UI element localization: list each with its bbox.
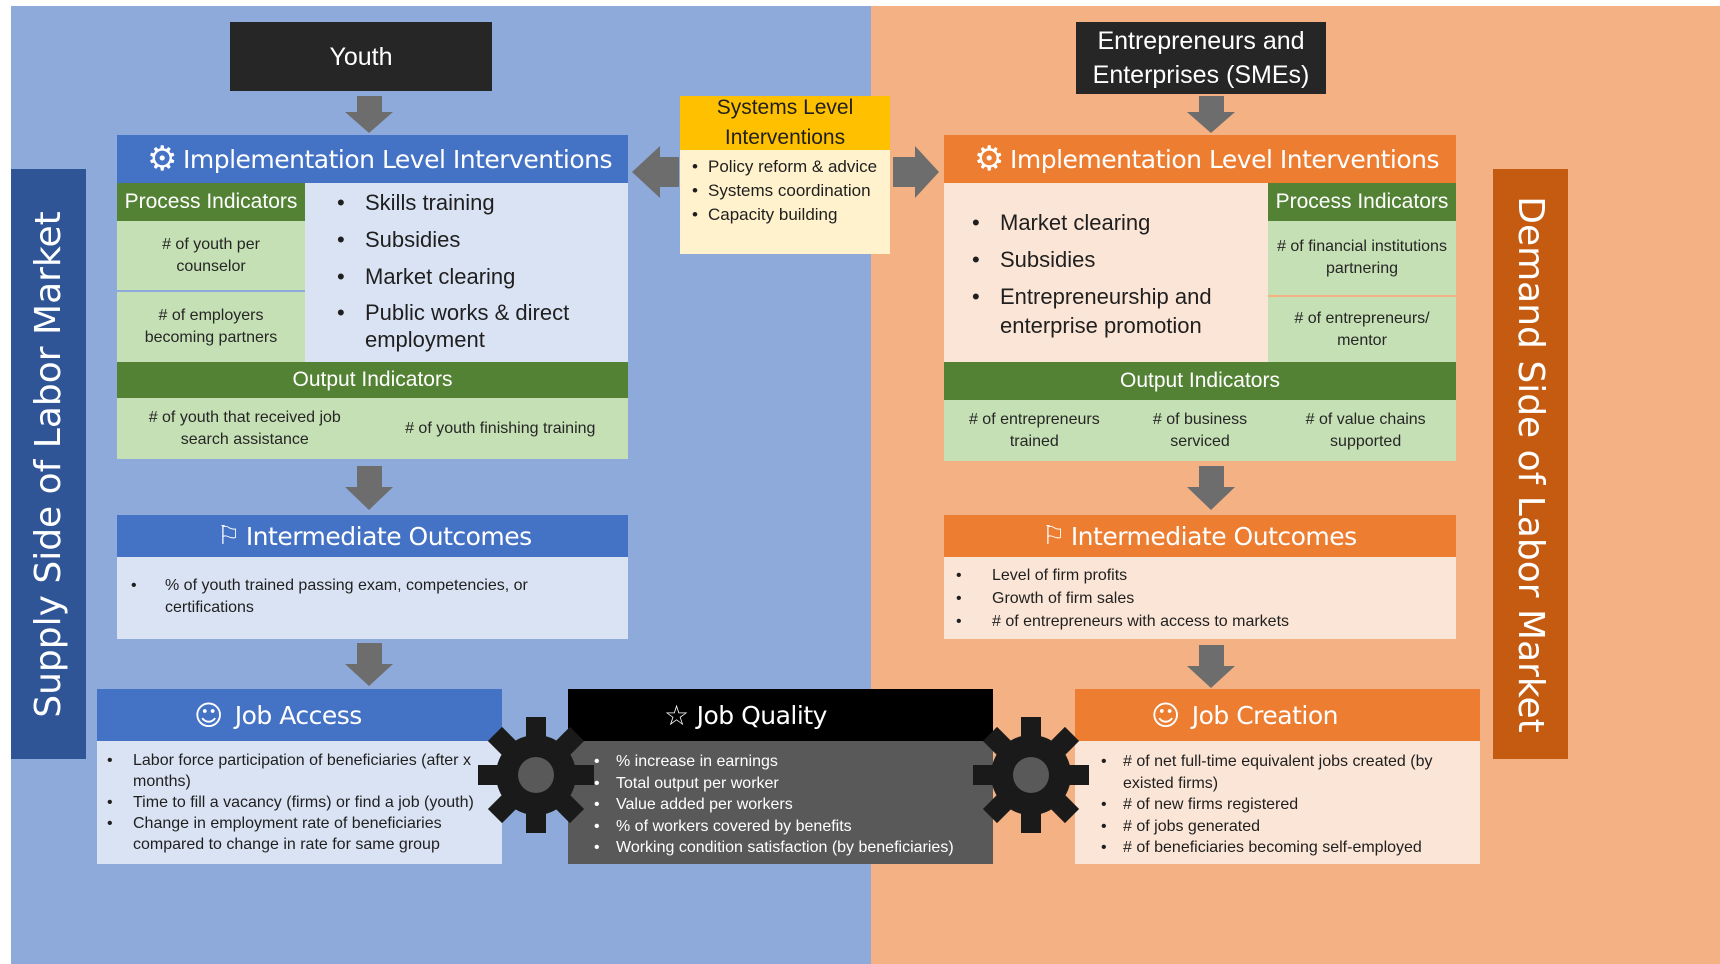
job-quality-item: Total output per worker <box>588 773 983 795</box>
person-star-icon: ☆ <box>664 698 689 732</box>
left-output-title: Output Indicators <box>292 368 453 391</box>
systems-item: Policy reform & advice <box>680 155 890 179</box>
job-creation-item: # of jobs generated <box>1095 816 1460 838</box>
gear-icon <box>973 717 1089 833</box>
arrow-down-3 <box>345 643 393 686</box>
job-access-header: ☺ Job Access <box>97 689 502 741</box>
job-quality-item: Working condition satisfaction (by benef… <box>588 837 983 859</box>
job-creation-item: # of beneficiaries becoming self-employe… <box>1095 837 1460 859</box>
right-interventions: Market clearing Subsidies Entrepreneursh… <box>944 183 1268 362</box>
entrepreneurs-box: Entrepreneurs and Enterprises (SMEs) <box>1076 22 1326 94</box>
job-creation-title: Job Creation <box>1191 700 1339 730</box>
job-quality-item: % increase in earnings <box>588 751 983 773</box>
right-impl-header: ⚙ Implementation Level Interventions <box>944 135 1456 183</box>
left-output-row: # of youth that received job search assi… <box>117 398 628 459</box>
flag-icon: ⚐ <box>1042 521 1065 551</box>
right-process-item-1: # of financial institutions partnering <box>1268 221 1456 295</box>
job-creation-header: ☺ Job Creation <box>1075 689 1480 741</box>
systems-title-line1: Systems Level <box>716 96 854 119</box>
right-output-item-2: # of business serviced <box>1152 410 1248 450</box>
right-output-header: Output Indicators <box>944 362 1456 400</box>
systems-title-box: Systems Level Interventions <box>680 96 890 150</box>
job-access-item: Time to fill a vacancy (firms) or find a… <box>101 792 482 813</box>
systems-item: Systems coordination <box>680 179 890 203</box>
left-process-item-2: # of employers becoming partners <box>117 292 305 362</box>
person-check-icon: ☺ <box>194 698 223 732</box>
youth-label: Youth <box>329 42 393 71</box>
right-inter-item: Growth of firm sales <box>950 587 1446 610</box>
left-inter-title: Intermediate Outcomes <box>245 521 532 551</box>
job-quality-header: ☆ Job Quality <box>568 689 993 741</box>
arrow-down-6 <box>1187 645 1235 688</box>
youth-box: Youth <box>230 22 492 91</box>
demand-side-bar: Demand Side of Labor Market <box>1493 169 1568 759</box>
right-process-text-2: # of entrepreneurs/ mentor <box>1294 309 1430 349</box>
arrow-down-1 <box>345 96 393 133</box>
left-intervention-item: Public works & direct employment <box>335 299 618 353</box>
arrow-right <box>893 146 939 198</box>
job-quality-body: % increase in earnings Total output per … <box>568 741 993 864</box>
left-process-text-2: # of employers becoming partners <box>144 307 278 346</box>
right-inter-header: ⚐ Intermediate Outcomes <box>944 515 1456 557</box>
right-process-item-2: # of entrepreneurs/ mentor <box>1268 297 1456 362</box>
right-output-item-1: # of entrepreneurs trained <box>968 410 1100 450</box>
right-output-item-3: # of value chains supported <box>1305 410 1426 450</box>
left-process-item-1: # of youth per counselor <box>117 221 305 290</box>
job-creation-item: # of net full-time equivalent jobs creat… <box>1095 751 1460 794</box>
job-access-item: Labor force participation of beneficiari… <box>101 750 482 792</box>
left-impl-header: ⚙ Implementation Level Interventions <box>117 135 628 183</box>
right-inter-item: # of entrepreneurs with access to market… <box>950 610 1446 633</box>
job-quality-title: Job Quality <box>696 700 828 730</box>
entrepreneurs-label-line2: Enterprises (SMEs) <box>1092 61 1310 89</box>
systems-body: Policy reform & advice Systems coordinat… <box>680 150 890 254</box>
left-output-item-1: # of youth that received job search assi… <box>148 408 341 448</box>
left-process-text-1: # of youth per counselor <box>162 235 260 275</box>
job-access-item: Change in employment rate of beneficiari… <box>101 813 482 855</box>
left-output-item-2: # of youth finishing training <box>405 419 596 437</box>
job-creation-item: # of new firms registered <box>1095 794 1460 816</box>
supply-side-bar: Supply Side of Labor Market <box>11 169 86 759</box>
left-interventions: Skills training Subsidies Market clearin… <box>305 183 628 362</box>
right-process-header: Process Indicators <box>1268 183 1456 221</box>
left-intervention-item: Skills training <box>335 188 618 217</box>
arrow-down-4 <box>1187 96 1235 133</box>
arrow-down-2 <box>345 466 393 510</box>
left-inter-header: ⚐ Intermediate Outcomes <box>117 515 628 557</box>
gear-icon: ⚙ <box>974 139 1004 179</box>
left-impl-title: Implementation Level Interventions <box>182 144 613 174</box>
left-process-title: Process Indicators <box>124 190 298 213</box>
person-chart-icon: ☺ <box>1151 698 1180 732</box>
gear-icon: ⚙ <box>147 139 177 179</box>
left-inter-item: % of youth trained passing exam, compete… <box>125 575 568 619</box>
arrow-down-5 <box>1187 466 1235 510</box>
systems-title-line2: Interventions <box>724 126 846 149</box>
arrow-left <box>632 146 679 198</box>
right-process-title: Process Indicators <box>1275 190 1449 213</box>
left-inter-body: % of youth trained passing exam, compete… <box>117 557 628 639</box>
right-intervention-item: Entrepreneurship and enterprise promotio… <box>970 282 1258 340</box>
left-intervention-item: Subsidies <box>335 225 618 254</box>
right-intervention-item: Subsidies <box>970 245 1258 274</box>
right-process-text-1: # of financial institutions partnering <box>1277 238 1447 277</box>
entrepreneurs-label-line1: Entrepreneurs and <box>1097 27 1305 55</box>
gear-icon <box>478 717 594 833</box>
flag-icon: ⚐ <box>217 521 240 551</box>
right-inter-body: Level of firm profits Growth of firm sal… <box>944 557 1456 639</box>
systems-item: Capacity building <box>680 203 890 227</box>
right-output-title: Output Indicators <box>1120 369 1280 392</box>
job-access-body: Labor force participation of beneficiari… <box>97 741 502 864</box>
left-process-header: Process Indicators <box>117 183 305 221</box>
right-inter-title: Intermediate Outcomes <box>1070 521 1357 551</box>
right-inter-item: Level of firm profits <box>950 564 1446 587</box>
left-intervention-item: Market clearing <box>335 262 618 291</box>
right-output-row: # of entrepreneurs trained # of business… <box>944 400 1456 461</box>
right-intervention-item: Market clearing <box>970 208 1258 237</box>
job-access-title: Job Access <box>234 700 363 730</box>
job-creation-body: # of net full-time equivalent jobs creat… <box>1075 741 1480 864</box>
left-output-header: Output Indicators <box>117 362 628 398</box>
job-quality-item: % of workers covered by benefits <box>588 816 983 838</box>
right-impl-title: Implementation Level Interventions <box>1009 144 1440 174</box>
job-quality-item: Value added per workers <box>588 794 983 816</box>
